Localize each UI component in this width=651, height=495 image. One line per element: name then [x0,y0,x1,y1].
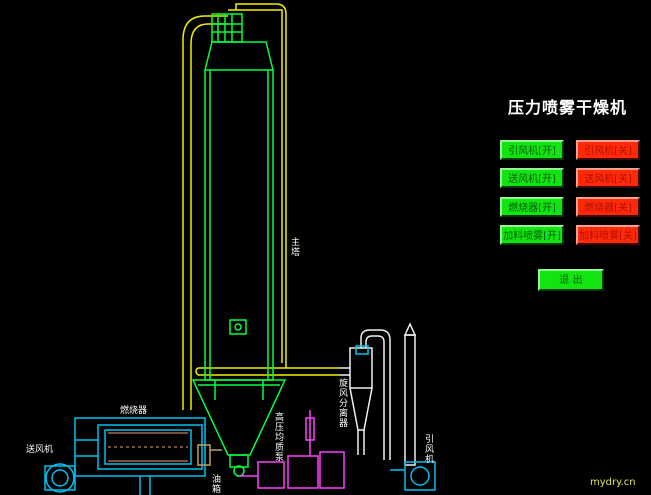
burner-off-button[interactable]: 燃烧器[关] [576,197,640,217]
furnace-core [108,432,188,462]
induced-fan [390,461,436,491]
page-title: 压力喷雾干燥机 [508,98,628,117]
main-tower-label: 主塔 [289,237,299,257]
supply-fan-on-button[interactable]: 送风机[开] [500,168,564,188]
supply-fan-label: 送风机 [26,445,54,455]
burner [197,444,222,466]
induced-fan-on-button[interactable]: 引风机[开] [500,140,564,160]
supply-fan-off-button[interactable]: 送风机[关] [576,168,640,188]
cyclone-separator [340,329,391,460]
feed-spray-on-button[interactable]: 加料喷雾[开] [500,225,564,245]
watermark: mydry.cn [590,477,636,488]
exit-button[interactable]: 退 出 [538,269,604,291]
cyclone-label: 旋风分离器 [337,378,347,428]
induced-fan-off-button[interactable]: 引风机[关] [576,140,640,160]
burner-on-button[interactable]: 燃烧器[开] [500,197,564,217]
cyclone-top [355,345,369,355]
hot-air-duct [182,3,340,410]
oil-tank-label: 油箱 [210,474,220,494]
main-tower [191,13,287,477]
high-pressure-pump [240,410,345,489]
exhaust-stack [403,322,417,466]
furnace [44,417,206,495]
hp-pump-label: 高压均质泵 [273,412,283,462]
burner-label: 燃烧器 [120,406,148,416]
feed-spray-off-button[interactable]: 加料喷雾[关] [576,225,640,245]
induced-fan-label: 引风机 [423,434,433,464]
